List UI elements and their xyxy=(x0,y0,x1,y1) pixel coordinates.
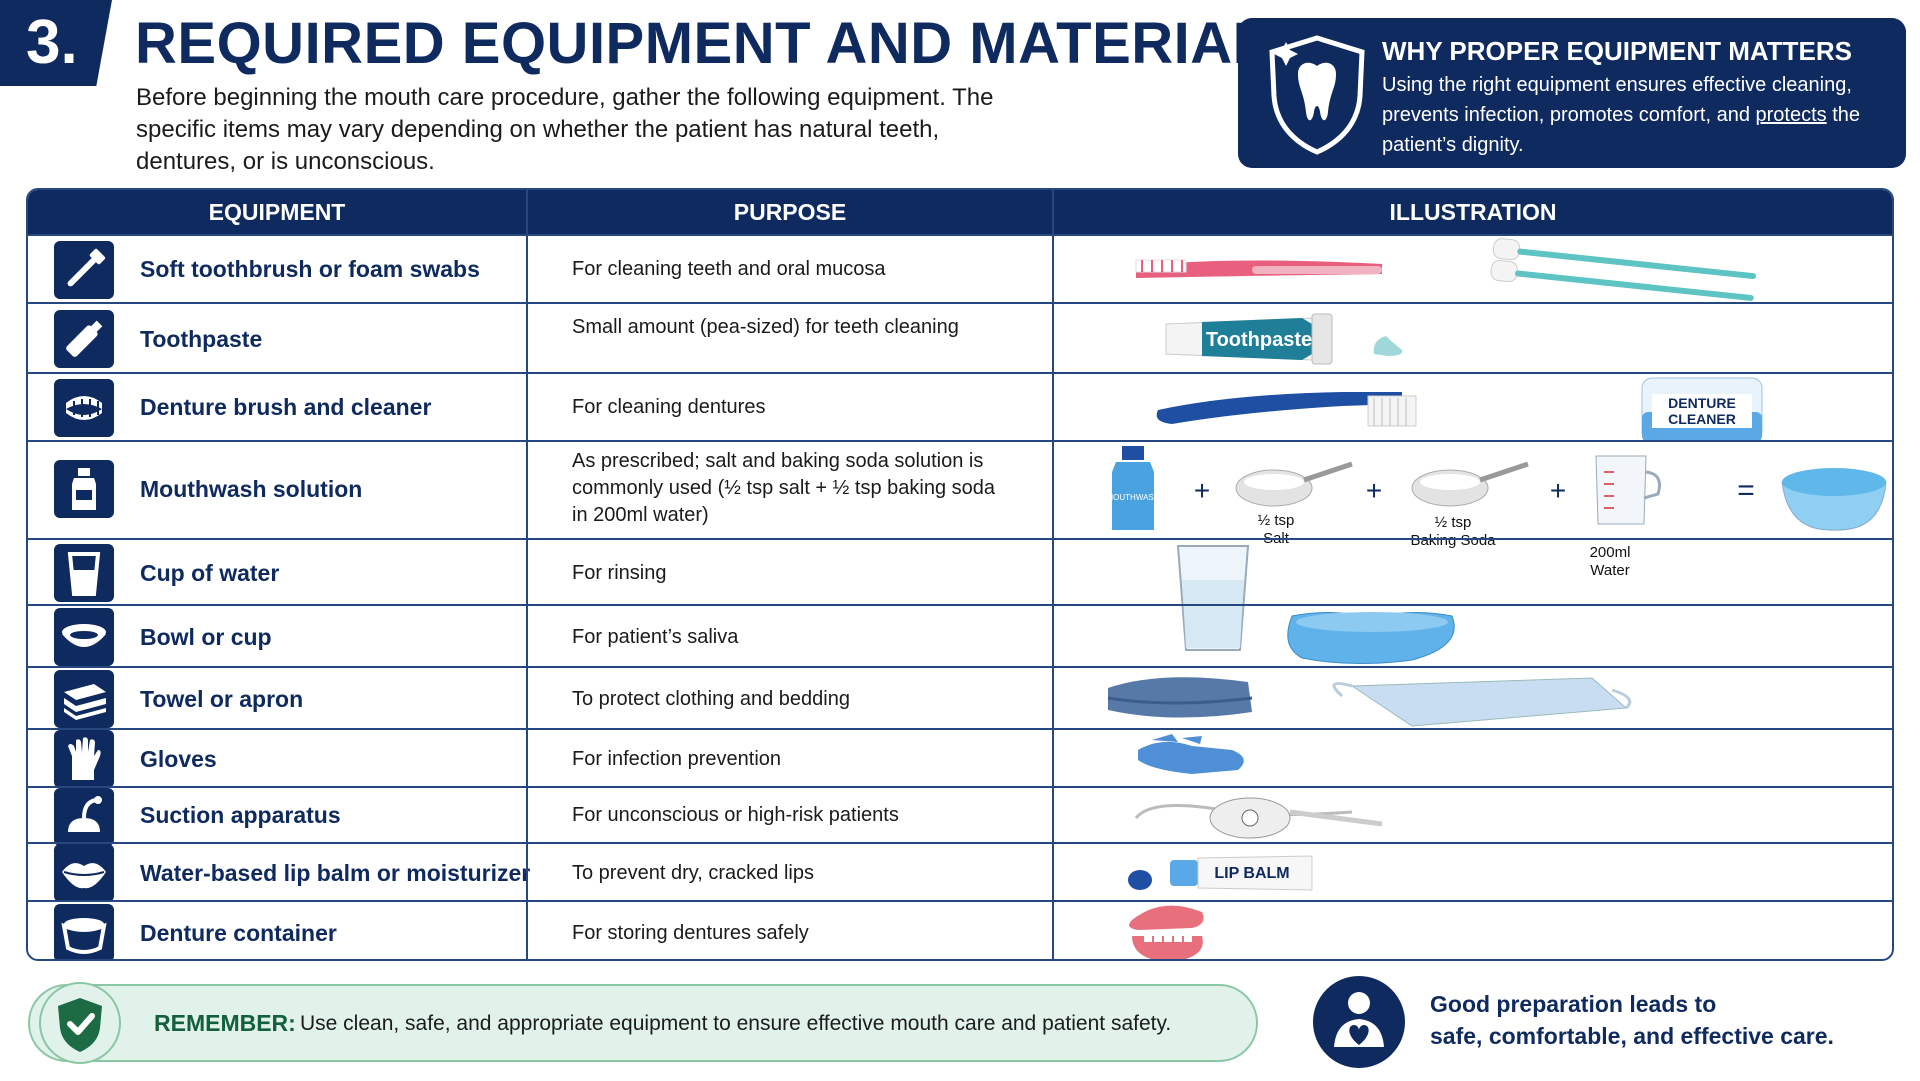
table-row: Bowl or cup For patient’s saliva xyxy=(28,604,1892,666)
equipment-name: Cup of water xyxy=(140,560,280,586)
equipment-table: EQUIPMENT PURPOSE ILLUSTRATION Soft toot… xyxy=(26,188,1894,961)
soda-amount: ½ tsp xyxy=(1434,514,1472,531)
column-divider xyxy=(526,190,528,959)
section-number-badge: 3. xyxy=(0,0,112,86)
equals-sign: = xyxy=(1737,474,1755,507)
care-message: Good preparation leads to safe, comforta… xyxy=(1430,988,1834,1052)
suction-illustration xyxy=(1052,788,1892,842)
plus-sign: + xyxy=(1366,475,1382,506)
table-row: Water-based lip balm or moisturizer To p… xyxy=(28,842,1892,902)
soda-name: Baking Soda xyxy=(1410,532,1496,549)
equipment-name: Suction apparatus xyxy=(140,802,341,828)
equipment-name: Mouthwash solution xyxy=(140,476,363,502)
remember-text: Use clean, safe, and appropriate equipme… xyxy=(300,1012,1172,1035)
table-header: EQUIPMENT PURPOSE ILLUSTRATION xyxy=(28,190,1892,234)
denture-cleaner-label-2: CLEANER xyxy=(1668,411,1736,427)
denture-brush-illustration: DENTURE CLEANER xyxy=(1052,374,1892,443)
equipment-purpose: For rinsing xyxy=(572,562,667,584)
page-title: REQUIRED EQUIPMENT AND MATERIALS xyxy=(135,11,1308,76)
container-icon xyxy=(54,904,114,959)
column-divider xyxy=(1052,190,1054,959)
section-number: 3. xyxy=(26,8,78,77)
plus-sign: + xyxy=(1550,475,1566,506)
bowl-illustration xyxy=(1052,606,1892,666)
equipment-name: Towel or apron xyxy=(140,686,304,712)
toothpaste-tube-label: Toothpaste xyxy=(1206,329,1312,351)
water-amount: 200ml xyxy=(1589,544,1631,561)
equipment-purpose: To prevent dry, cracked lips xyxy=(572,862,814,884)
table-row: Soft toothbrush or foam swabs For cleani… xyxy=(28,234,1892,302)
table-row: Toothpaste Small amount (pea-sized) for … xyxy=(28,302,1892,372)
gloves-illustration xyxy=(1052,730,1892,786)
equipment-purpose: Small amount (pea-sized) for teeth clean… xyxy=(572,316,959,338)
check-shield-icon xyxy=(39,982,121,1064)
why-text-underlined: protects xyxy=(1755,104,1827,126)
bottle-icon xyxy=(54,460,114,518)
toothpaste-illustration: Toothpaste xyxy=(1052,304,1892,372)
equipment-name: Bowl or cup xyxy=(140,624,272,650)
lip-balm-illustration: LIP BALM xyxy=(1052,844,1892,900)
suction-icon xyxy=(54,788,114,846)
bowl-icon xyxy=(54,608,114,666)
water-name: Water xyxy=(1590,562,1630,579)
lip-balm-label: LIP BALM xyxy=(1214,865,1289,882)
toothpaste-icon xyxy=(54,310,114,368)
mouthwash-bottle-label: MOUTHWASH xyxy=(1106,493,1159,502)
table-row: Denture container For storing dentures s… xyxy=(28,900,1892,959)
equipment-name: Water-based lip balm or moisturizer xyxy=(140,860,531,886)
glove-icon xyxy=(54,730,114,788)
equipment-name: Soft toothbrush or foam swabs xyxy=(140,256,480,282)
equipment-purpose: For patient’s saliva xyxy=(572,626,739,648)
equipment-purpose: To protect clothing and bedding xyxy=(572,688,850,710)
equipment-purpose: For unconscious or high-risk patients xyxy=(572,804,899,826)
caregiver-heart-icon xyxy=(1313,976,1405,1068)
care-line-1: Good preparation leads to xyxy=(1430,991,1717,1017)
table-row: Gloves For infection prevention xyxy=(28,728,1892,788)
intro-text: Before beginning the mouth care procedur… xyxy=(136,84,994,175)
equipment-name: Denture brush and cleaner xyxy=(140,394,432,420)
toothbrush-icon xyxy=(54,241,114,299)
denture-icon xyxy=(54,379,114,437)
care-line-2: safe, comfortable, and effective care. xyxy=(1430,1023,1834,1049)
plus-sign: + xyxy=(1194,475,1210,506)
equipment-purpose: For cleaning teeth and oral mucosa xyxy=(572,258,886,280)
table-row: Denture brush and cleaner For cleaning d… xyxy=(28,372,1892,443)
equipment-purpose: As prescribed; salt and baking soda solu… xyxy=(572,450,995,526)
towel-icon xyxy=(54,670,114,728)
why-equipment-box: WHY PROPER EQUIPMENT MATTERS Using the r… xyxy=(1238,18,1906,168)
toothbrush-illustration xyxy=(1052,236,1892,302)
equipment-purpose: For storing dentures safely xyxy=(572,922,809,944)
remember-label: REMEMBER: xyxy=(154,1010,296,1036)
equipment-purpose: For infection prevention xyxy=(572,748,782,770)
salt-amount: ½ tsp xyxy=(1257,512,1295,529)
remember-banner: REMEMBER: Use clean, safe, and appropria… xyxy=(28,982,1258,1064)
lips-icon xyxy=(54,844,114,902)
denture-container-illustration xyxy=(1052,902,1892,959)
header-illustration: ILLUSTRATION xyxy=(1389,199,1557,225)
why-title: WHY PROPER EQUIPMENT MATTERS xyxy=(1382,36,1852,66)
cup-icon xyxy=(54,544,114,602)
why-text: Using the right equipment ensures effect… xyxy=(1382,70,1892,160)
why-text-part: Using the right equipment ensures effect… xyxy=(1382,74,1852,126)
equipment-name: Gloves xyxy=(140,746,217,772)
towel-apron-illustration xyxy=(1052,668,1892,728)
why-text-end: the patient’s dignity. xyxy=(1382,104,1861,156)
equipment-name: Toothpaste xyxy=(140,326,263,352)
table-row: Towel or apron To protect clothing and b… xyxy=(28,666,1892,728)
denture-cleaner-label-1: DENTURE xyxy=(1668,395,1736,411)
table-row: Suction apparatus For unconscious or hig… xyxy=(28,786,1892,846)
tooth-shield-icon xyxy=(1269,35,1365,155)
equipment-name: Denture container xyxy=(140,920,337,946)
table-row: Mouthwash solution As prescribed; salt a… xyxy=(28,440,1892,549)
header-purpose: PURPOSE xyxy=(733,199,847,225)
header-equipment: EQUIPMENT xyxy=(208,199,346,225)
equipment-purpose: For cleaning dentures xyxy=(572,396,766,418)
